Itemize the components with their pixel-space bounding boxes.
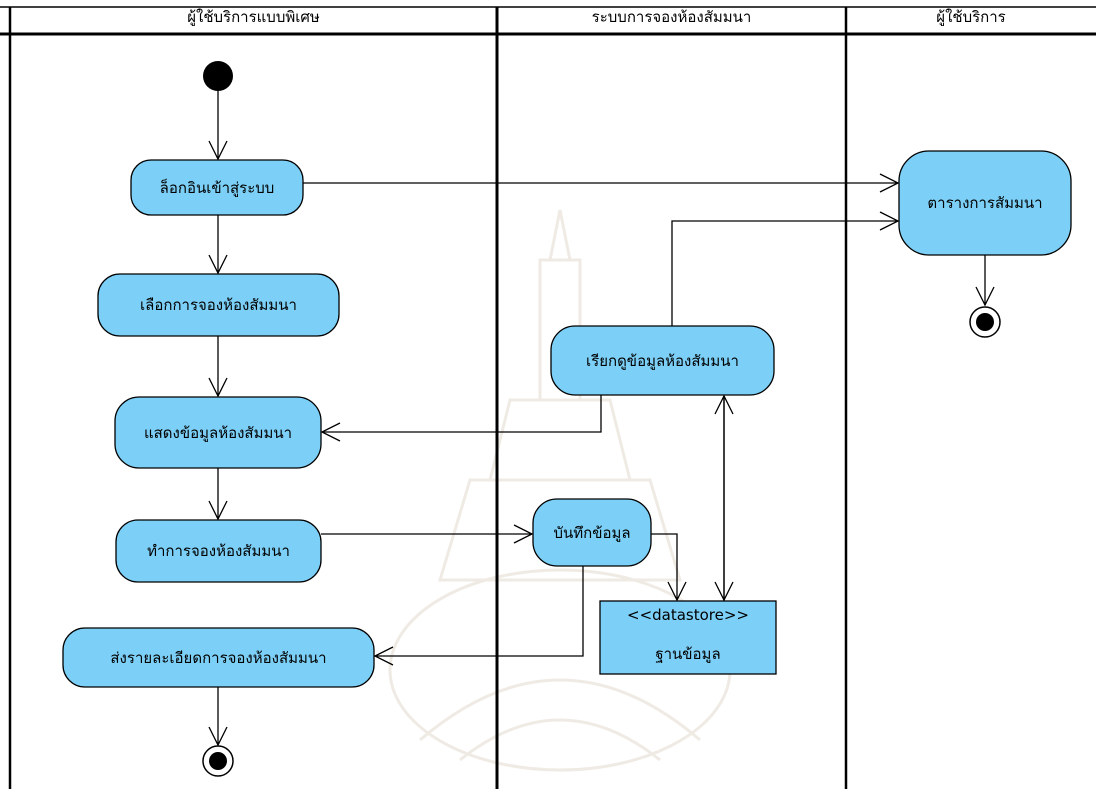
lane-title-user: ผู้ใช้บริการ <box>936 8 1006 26</box>
lane-title-booking-system: ระบบการจองห้องสัมมนา <box>591 8 752 26</box>
activity-select-booking: เลือกการจองห้องสัมมนา <box>140 296 297 314</box>
datastore-box <box>599 600 777 675</box>
activity-box-query-room-info <box>550 325 775 396</box>
activity-save-data: บันทึกข้อมูล <box>553 523 631 542</box>
activity-query-room-info: เรียกดูข้อมูลห้องสัมมนา <box>586 351 739 370</box>
final-node-left <box>202 745 234 777</box>
activity-make-booking: ทำการจองห้องสัมมนา <box>147 542 290 560</box>
datastore-stereotype: <<datastore>> <box>627 606 749 624</box>
final-node-right <box>969 306 1001 338</box>
activity-show-room-info: แสดงข้อมูลห้องสัมมนา <box>143 423 293 442</box>
swimlane-frame <box>0 6 1096 789</box>
lane-title-special-user: ผู้ใช้บริการแบบพิเศษ <box>187 8 320 26</box>
activity-login: ล็อกอินเข้าสู่ระบบ <box>159 178 275 197</box>
activity-schedule: ตารางการสัมมนา <box>927 194 1043 212</box>
datastore-name: ฐานข้อมูล <box>655 645 721 663</box>
flow-save-to-send <box>373 566 584 666</box>
activity-send-details: ส่งรายละเอียดการจองห้องสัมมนา <box>110 648 327 667</box>
flow-query-to-show <box>320 395 602 442</box>
flow-query-to-schedule <box>671 211 900 326</box>
initial-node <box>203 61 233 91</box>
flow-save-to-datastore <box>651 533 687 602</box>
